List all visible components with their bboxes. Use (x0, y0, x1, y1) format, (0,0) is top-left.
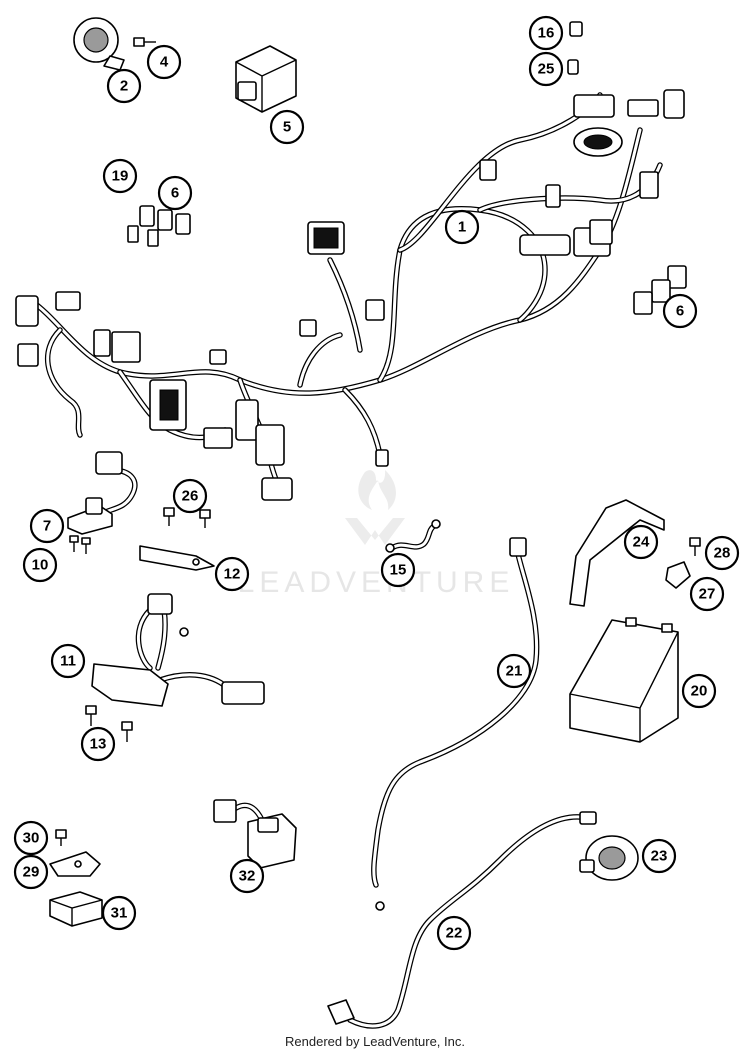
callout-7: 7 (29, 508, 65, 544)
part-32-relay-module (213, 799, 297, 869)
part-27-clip (665, 561, 691, 589)
svg-text:2: 2 (120, 78, 128, 95)
callout-28: 28 (704, 535, 740, 571)
svg-text:25: 25 (538, 61, 555, 78)
part-28-screw (689, 537, 701, 556)
callout-24: 24 (623, 524, 659, 560)
part-30-screw (55, 829, 67, 846)
main-wiring-harness (15, 89, 685, 501)
part-24-battery-strap (569, 499, 665, 607)
part-11-regulator (91, 593, 265, 707)
part-22-cable (327, 811, 597, 1029)
callout-5: 5 (269, 109, 305, 145)
part-2-sensor (73, 17, 125, 71)
part-29-bracket (49, 851, 101, 877)
watermark-text: LEADVENTURE (238, 566, 515, 599)
callout-13: 13 (80, 726, 116, 762)
callout-31: 31 (101, 895, 137, 931)
callout-11: 11 (50, 643, 86, 679)
part-4-screw (133, 37, 156, 47)
svg-text:24: 24 (633, 534, 650, 551)
svg-text:31: 31 (111, 905, 128, 922)
part-16-25-clips (567, 21, 583, 75)
callout-30: 30 (13, 820, 49, 856)
part-19-6-fuses (127, 205, 191, 247)
svg-text:20: 20 (691, 683, 708, 700)
callout-27: 27 (689, 576, 725, 612)
svg-text:1: 1 (458, 219, 466, 236)
svg-text:29: 29 (23, 864, 40, 881)
svg-text:28: 28 (714, 545, 731, 562)
svg-text:22: 22 (446, 925, 463, 942)
svg-text:26: 26 (182, 488, 199, 505)
callout-2: 2 (106, 68, 142, 104)
svg-text:16: 16 (538, 25, 555, 42)
svg-text:27: 27 (699, 586, 716, 603)
svg-text:5: 5 (283, 119, 291, 136)
part-10-screws (69, 535, 91, 554)
callout-6-right: 6 (662, 293, 698, 329)
callout-32: 32 (229, 858, 265, 894)
part-15-ground-lead (385, 519, 441, 553)
callout-22: 22 (436, 915, 472, 951)
watermark: LEADVENTURE (238, 470, 515, 599)
svg-text:15: 15 (390, 562, 407, 579)
svg-text:12: 12 (224, 566, 241, 583)
svg-text:10: 10 (32, 557, 49, 574)
callout-15: 15 (380, 552, 416, 588)
render-credit: Rendered by LeadVenture, Inc. (285, 1034, 465, 1049)
svg-text:21: 21 (506, 663, 523, 680)
part-5-relay (235, 45, 297, 113)
svg-text:7: 7 (43, 518, 51, 535)
callout-1: 1 (444, 209, 480, 245)
part-26-bolts (163, 507, 211, 528)
callout-26: 26 (172, 478, 208, 514)
callout-16: 16 (528, 15, 564, 51)
part-6-fuses-right (633, 265, 687, 315)
part-31-module (49, 891, 103, 927)
part-13-bolts (85, 705, 133, 742)
svg-text:32: 32 (239, 868, 256, 885)
svg-text:30: 30 (23, 830, 40, 847)
svg-text:13: 13 (90, 736, 107, 753)
svg-text:6: 6 (676, 303, 684, 320)
callout-25: 25 (528, 51, 564, 87)
svg-text:6: 6 (171, 185, 179, 202)
callout-21: 21 (496, 653, 532, 689)
svg-text:11: 11 (60, 653, 76, 670)
callout-20: 20 (681, 673, 717, 709)
svg-text:4: 4 (160, 54, 169, 71)
callout-29: 29 (13, 854, 49, 890)
callout-12: 12 (214, 556, 250, 592)
part-23-horn (579, 835, 639, 881)
callout-4: 4 (146, 44, 182, 80)
part-7-sensor-bracket (67, 451, 138, 535)
callout-23: 23 (641, 838, 677, 874)
svg-text:19: 19 (112, 168, 129, 185)
part-12-plate (139, 545, 215, 571)
svg-text:23: 23 (651, 848, 668, 865)
callout-10: 10 (22, 547, 58, 583)
callout-19: 19 (102, 158, 138, 194)
part-20-battery (569, 617, 679, 743)
callout-6-left: 6 (157, 175, 193, 211)
part-21-cable (371, 537, 540, 911)
